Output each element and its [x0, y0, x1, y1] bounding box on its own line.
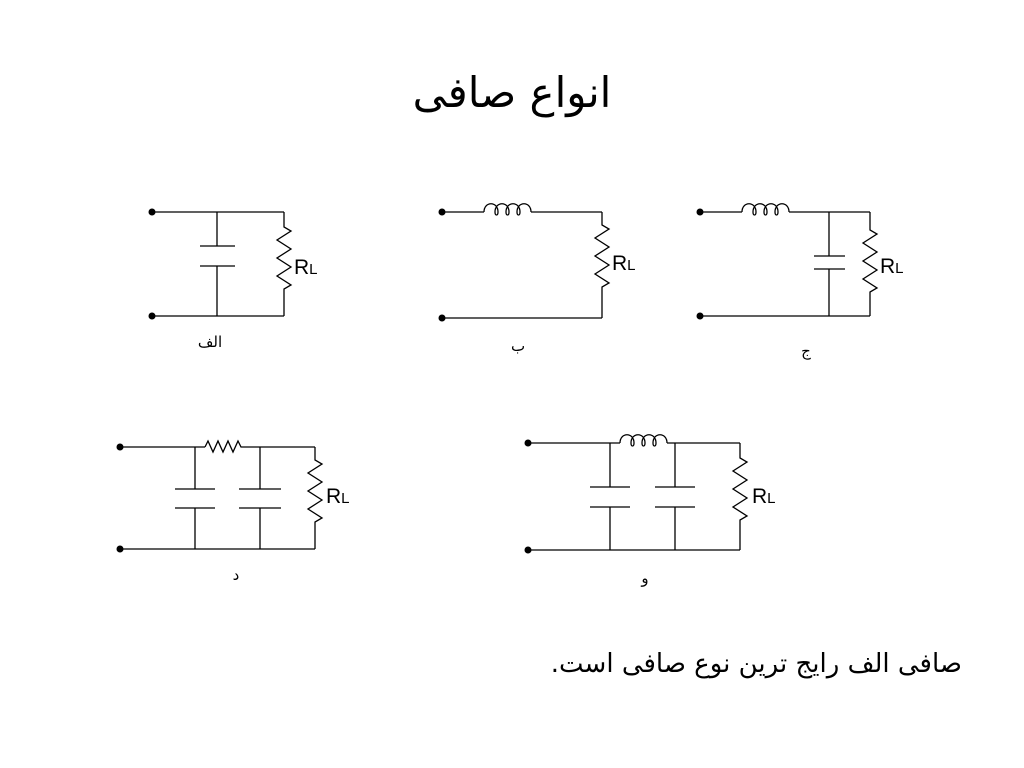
input-capacitor [175, 447, 215, 549]
load-label-main: R [752, 485, 767, 508]
circuit-label: ب [511, 337, 525, 355]
load-resistor [861, 212, 879, 316]
load-label-sub: L [767, 490, 775, 507]
load-resistor-label: RL [752, 485, 776, 508]
slide-title: انواع صافی [412, 68, 612, 117]
circuit-label: ج [801, 342, 811, 361]
load-resistor-label: RL [612, 252, 636, 275]
load-resistor-label: RL [326, 485, 350, 508]
load-resistor [275, 212, 293, 316]
circuit-vav: RL و [524, 434, 776, 587]
circuit-be: RL ب [438, 203, 636, 355]
circuit-label: و [640, 569, 648, 587]
series-inductor [483, 203, 532, 216]
shunt-capacitor [814, 212, 845, 316]
circuit-jim: RL ج [696, 203, 904, 361]
load-resistor [306, 447, 324, 549]
input-capacitor [590, 443, 630, 550]
load-label-main: R [326, 485, 341, 508]
series-resistor [204, 439, 243, 454]
load-resistor-label: RL [880, 255, 904, 278]
slide-caption: صافی الف رایج ترین نوع صافی است. [550, 649, 962, 679]
load-label-main: R [880, 255, 895, 278]
series-inductor [741, 203, 790, 216]
circuit-label: د [233, 566, 240, 584]
output-capacitor [655, 443, 695, 550]
load-label-main: R [612, 252, 627, 275]
shunt-capacitor [200, 212, 235, 316]
output-capacitor [239, 447, 281, 549]
load-resistor [593, 212, 611, 318]
load-label-sub: L [341, 490, 349, 507]
circuit-dal: RL د [116, 439, 350, 584]
load-resistor [731, 443, 749, 550]
load-resistor-label: RL [294, 256, 318, 279]
load-label-main: R [294, 256, 309, 279]
circuit-label: الف [198, 333, 222, 351]
load-label-sub: L [895, 260, 903, 277]
load-label-sub: L [309, 261, 317, 278]
load-label-sub: L [627, 257, 635, 274]
circuit-alef: RL الف [148, 208, 318, 351]
series-inductor [619, 434, 668, 447]
